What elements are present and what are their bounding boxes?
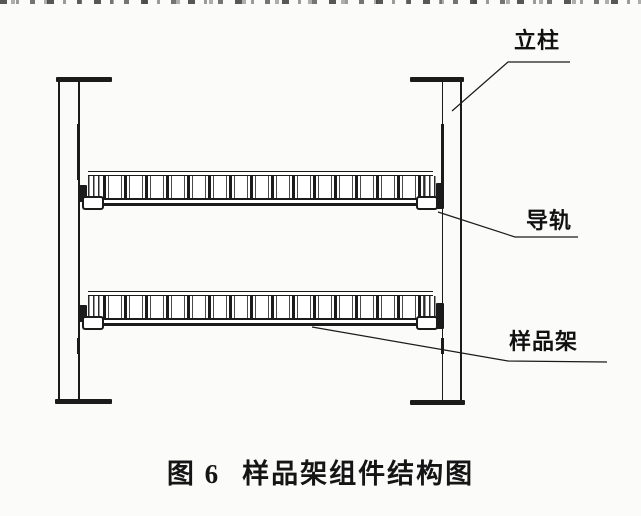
lower-rail-left-mount bbox=[79, 305, 87, 322]
left-column-body bbox=[58, 80, 80, 401]
left-column-bottom-flange bbox=[55, 399, 112, 404]
upper-rail bbox=[79, 171, 444, 211]
upper-rail-right-endblock bbox=[416, 196, 438, 210]
right-column-upper-rib bbox=[441, 124, 444, 186]
right-column-body bbox=[442, 80, 462, 402]
lower-rail-right-endblock bbox=[416, 316, 438, 330]
upper-rail-top-edge bbox=[88, 171, 433, 176]
upper-rail-left-strip bbox=[88, 176, 103, 199]
upper-rail-bottom-band bbox=[86, 199, 438, 206]
left-column-lower-rib bbox=[77, 338, 80, 354]
upper-rail-left-endblock bbox=[82, 196, 104, 210]
upper-rail-right-strip bbox=[424, 176, 436, 199]
upper-rail-ladder bbox=[103, 176, 426, 199]
lower-rail-bottom-band bbox=[86, 319, 438, 326]
lower-rail-left-endblock bbox=[82, 316, 104, 330]
lower-rail-right-mount bbox=[436, 303, 444, 329]
figure-caption: 图 6 样品架组件结构图 bbox=[0, 452, 641, 491]
scan-artifact-strip bbox=[0, 0, 641, 4]
guide-rail-label: 导轨 bbox=[526, 208, 573, 233]
column-leader-line bbox=[451, 61, 570, 112]
lower-rail-right-strip bbox=[424, 296, 436, 319]
lower-rail-ladder bbox=[103, 296, 426, 319]
column-label: 立柱 bbox=[514, 28, 561, 53]
figure-title: 样品架组件结构图 bbox=[242, 459, 475, 489]
upper-rail-left-mount bbox=[79, 185, 87, 202]
figure-number: 图 6 bbox=[166, 459, 221, 489]
sample-rack-label: 样品架 bbox=[509, 329, 579, 354]
right-column-top-flange bbox=[410, 77, 464, 82]
right-column-lower-rib bbox=[441, 338, 444, 354]
lower-rail-left-strip bbox=[88, 296, 103, 319]
upper-rail-right-mount bbox=[436, 183, 444, 209]
right-column-bottom-flange bbox=[410, 400, 465, 405]
left-column-upper-rib bbox=[77, 124, 80, 180]
left-column-top-flange bbox=[56, 77, 112, 82]
lower-rail bbox=[79, 291, 444, 331]
lower-rail-top-edge bbox=[88, 291, 433, 296]
